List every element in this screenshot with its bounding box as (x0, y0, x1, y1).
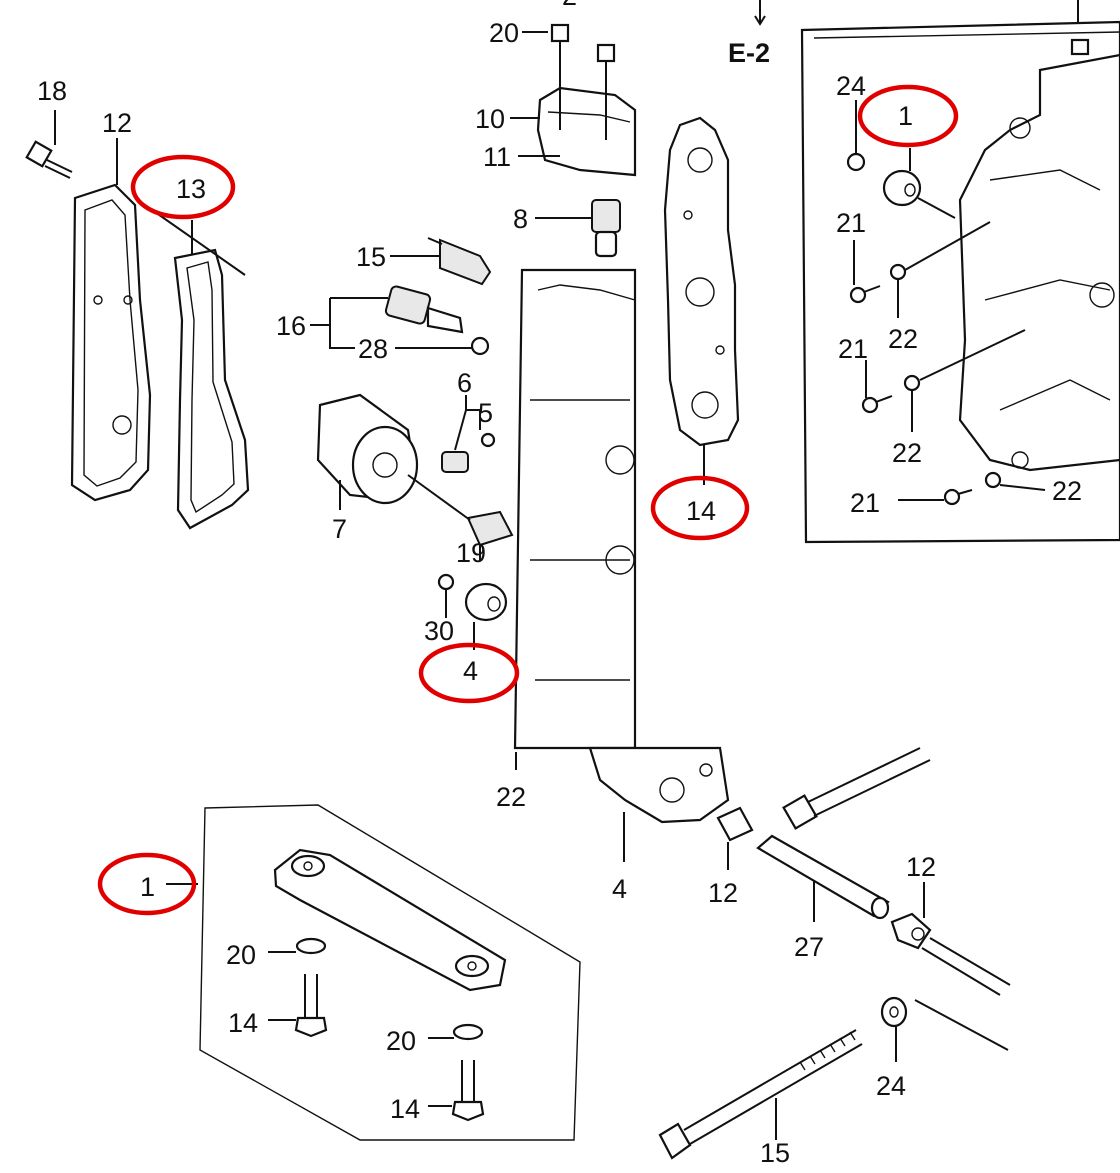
callout-27: 27 (794, 932, 824, 962)
callout-4-bottom: 4 (612, 874, 627, 904)
callout-24: 24 (836, 71, 866, 101)
long-bolt-top-part (782, 747, 931, 830)
callout-22-c: 22 (1052, 476, 1082, 506)
bushing-12-a-part (716, 806, 754, 842)
bolt-18-part (25, 140, 73, 179)
callout-30: 30 (424, 616, 454, 646)
callout-14-a: 14 (228, 1008, 258, 1038)
callout-12-b: 12 (906, 852, 936, 882)
callout-19: 19 (456, 538, 486, 568)
callout-14: 14 (686, 496, 716, 526)
sleeve-27-part (756, 834, 890, 920)
callout-20: 20 (489, 18, 519, 48)
callout-24-bottom: 24 (876, 1071, 906, 1101)
callout-22-a: 22 (888, 324, 918, 354)
intake-manifold-part (958, 38, 1120, 472)
thermostat-cover-part (536, 23, 637, 177)
washer-20-b-part (452, 1023, 484, 1041)
highlight-4 (418, 642, 520, 704)
gasket-14-part (663, 116, 740, 447)
callout-22-b: 22 (892, 438, 922, 468)
callout-1: 1 (898, 101, 913, 131)
mount-panel-frame (199, 804, 581, 1141)
callout-16: 16 (276, 311, 306, 341)
section-label: E-2 (728, 38, 770, 68)
mount-plate-1-part (273, 848, 507, 992)
engine-block-part (513, 268, 637, 750)
callout-15: 15 (356, 242, 386, 272)
callout-22: 22 (496, 782, 526, 812)
callout-21-a: 21 (836, 208, 866, 238)
thermostat-8-part (591, 199, 621, 258)
bushing-12-b-part (890, 912, 932, 950)
highlight-1-right (857, 84, 959, 148)
callout-5: 5 (478, 398, 493, 428)
washer-20-a-part (295, 937, 327, 955)
grommet-1-part (882, 169, 922, 207)
bolt-30-part (437, 573, 455, 591)
grommet-4-part (464, 582, 508, 622)
washers-22-parts (889, 263, 1002, 489)
callout-18: 18 (37, 76, 67, 106)
callout-21-c: 21 (850, 488, 880, 518)
long-bolt-15-part (658, 1029, 863, 1160)
bolt-24-part (846, 152, 866, 172)
screws-21-parts (849, 285, 973, 506)
callout-12-a: 12 (708, 878, 738, 908)
callout-4: 4 (463, 656, 478, 686)
callout-20-b: 20 (386, 1026, 416, 1056)
cover-plate-part (70, 183, 152, 502)
callout-14-b: 14 (390, 1094, 420, 1124)
callout-20-a: 20 (226, 940, 256, 970)
callout-15-bottom: 15 (760, 1138, 790, 1168)
callout-7: 7 (332, 514, 347, 544)
callout-21-b: 21 (838, 334, 868, 364)
oil-filter-part (316, 393, 419, 505)
bolt-14-b-part (451, 1060, 485, 1122)
callout-6: 6 (457, 368, 472, 398)
gasket-13-part (173, 248, 250, 530)
highlight-1-bottom (97, 852, 197, 916)
callout-8: 8 (513, 204, 528, 234)
bolt-14-a-part (294, 974, 328, 1038)
fitting-19-part (407, 474, 514, 547)
sensor-15-part (427, 237, 492, 286)
bolt-6-part (441, 451, 469, 473)
callout-13: 13 (176, 174, 206, 204)
washer-24-part (880, 996, 908, 1028)
callout-1-bottom: 1 (140, 872, 155, 902)
callout-11: 11 (483, 142, 511, 172)
sender-16-part (384, 285, 464, 334)
callout-28: 28 (358, 334, 388, 364)
engine-mount-bracket-part (588, 746, 730, 824)
callout-2: 2 (562, 0, 577, 11)
highlight-13 (130, 154, 236, 220)
washer-28-part (470, 336, 490, 356)
callout-12: 12 (102, 108, 132, 138)
callout-10: 10 (475, 104, 505, 134)
washer-5-part (480, 432, 496, 448)
highlight-14 (650, 475, 750, 541)
